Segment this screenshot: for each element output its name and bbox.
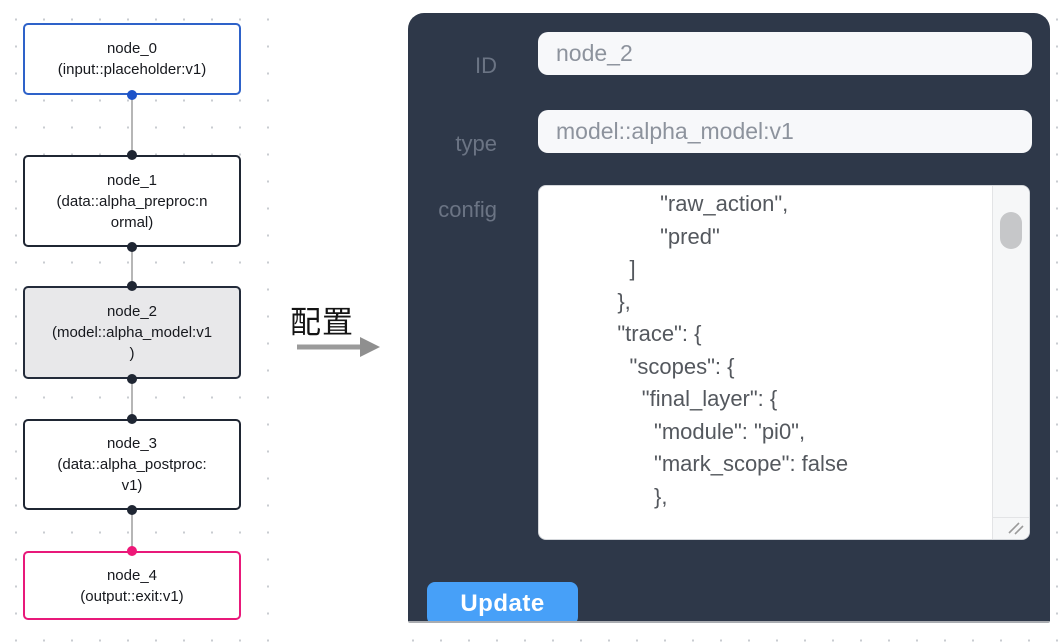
vertical-scrollbar[interactable] <box>992 186 1029 517</box>
config-panel: ID type config "raw_action", "pred" ] },… <box>408 13 1050 623</box>
flow-node-node_4[interactable]: node_4(output::exit:v1) <box>23 551 241 620</box>
config-line: "final_layer": { <box>599 386 778 411</box>
flow-edge <box>131 95 133 155</box>
config-line: "pred" <box>599 223 720 249</box>
scrollbar-corner[interactable] <box>992 517 1029 539</box>
node-port[interactable] <box>127 414 137 424</box>
id-label: ID <box>475 53 497 78</box>
node-port[interactable] <box>127 505 137 515</box>
transfer-label: 配置 <box>290 305 354 340</box>
flow-edge <box>131 247 133 286</box>
node-label-line: ) <box>129 345 135 362</box>
node-label-line: v1) <box>121 477 143 494</box>
config-line: ] <box>599 256 636 281</box>
resize-grip-icon[interactable] <box>1007 521 1027 537</box>
id-input[interactable] <box>538 32 1032 75</box>
config-line: "scopes": { <box>599 353 735 379</box>
flow-edge <box>131 379 133 419</box>
node-label-line: node_1 <box>106 171 158 189</box>
transfer-arrow-icon <box>297 337 380 357</box>
node-label-line: (data::alpha_preproc:n <box>56 192 208 210</box>
scrollbar-thumb[interactable] <box>1000 212 1022 249</box>
node-port[interactable] <box>127 150 137 160</box>
config-line: }, <box>599 483 668 509</box>
config-line: "module": "pi0", <box>599 418 806 444</box>
node-label-line: (model::alpha_model:v1 <box>51 324 213 341</box>
config-textarea[interactable]: "raw_action", "pred" ] }, "trace": { "sc… <box>538 185 1030 540</box>
node-label-line: node_2 <box>106 303 158 320</box>
flow-node-node_0[interactable]: node_0(input::placeholder:v1) <box>23 23 241 95</box>
node-label-line: node_0 <box>106 40 158 57</box>
flow-node-node_2[interactable]: node_2(model::alpha_model:v1) <box>23 286 241 379</box>
config-line: "trace": { <box>599 321 702 346</box>
flow-edge <box>131 510 133 551</box>
node-port[interactable] <box>127 374 137 384</box>
config-line: "mark_scope": false <box>599 451 849 476</box>
node-label-line: (input::placeholder:v1) <box>57 61 207 78</box>
flow-canvas[interactable]: node_0(input::placeholder:v1)node_1(data… <box>0 0 270 643</box>
update-button[interactable]: Update <box>427 582 578 621</box>
node-label-line: (output::exit:v1) <box>80 587 184 605</box>
node-port[interactable] <box>127 546 137 556</box>
config-label: config <box>438 197 497 222</box>
node-port[interactable] <box>127 90 137 100</box>
type-label: type <box>455 131 497 156</box>
config-line: "raw_action", <box>599 191 789 216</box>
node-label-line: node_4 <box>106 566 158 584</box>
node-label-line: node_3 <box>106 435 158 452</box>
config-content[interactable]: "raw_action", "pred" ] }, "trace": { "sc… <box>539 186 992 517</box>
type-input[interactable] <box>538 110 1032 153</box>
node-port[interactable] <box>127 281 137 291</box>
node-label-line: (data::alpha_postproc: <box>57 456 207 473</box>
config-line: "action_model": { <box>599 513 992 517</box>
flow-node-node_3[interactable]: node_3(data::alpha_postproc:v1) <box>23 419 241 510</box>
node-port[interactable] <box>127 242 137 252</box>
node-label-line: ormal) <box>110 213 154 231</box>
panel-canvas: ID type config "raw_action", "pred" ] },… <box>392 0 1062 643</box>
config-line: }, <box>599 288 631 314</box>
